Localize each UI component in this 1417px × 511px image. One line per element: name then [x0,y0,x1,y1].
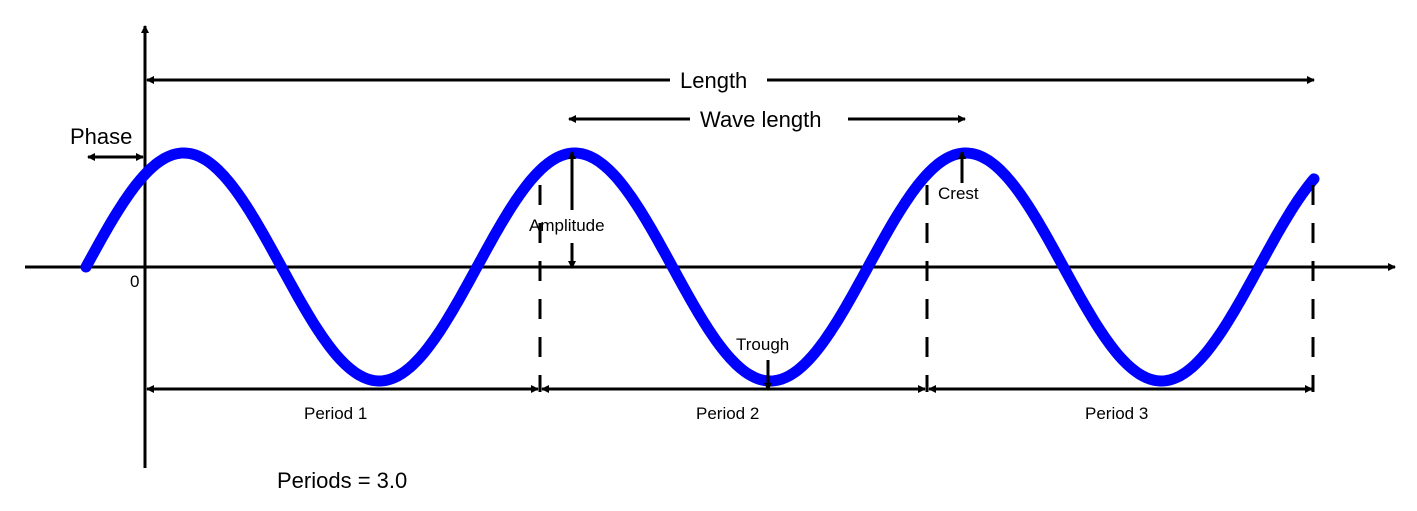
length-label: Length [680,68,747,93]
sine-wave [80,147,1320,387]
crest-label: Crest [938,184,979,203]
periods-count-label: Periods = 3.0 [277,468,407,493]
period-2-label: Period 2 [696,404,759,423]
period-3-label: Period 3 [1085,404,1148,423]
phase-label: Phase [70,124,132,149]
origin-label: 0 [130,272,139,291]
period-1-label: Period 1 [304,404,367,423]
trough-label: Trough [736,335,789,354]
wavelength-label: Wave length [700,107,821,132]
amplitude-label: Amplitude [529,216,605,235]
